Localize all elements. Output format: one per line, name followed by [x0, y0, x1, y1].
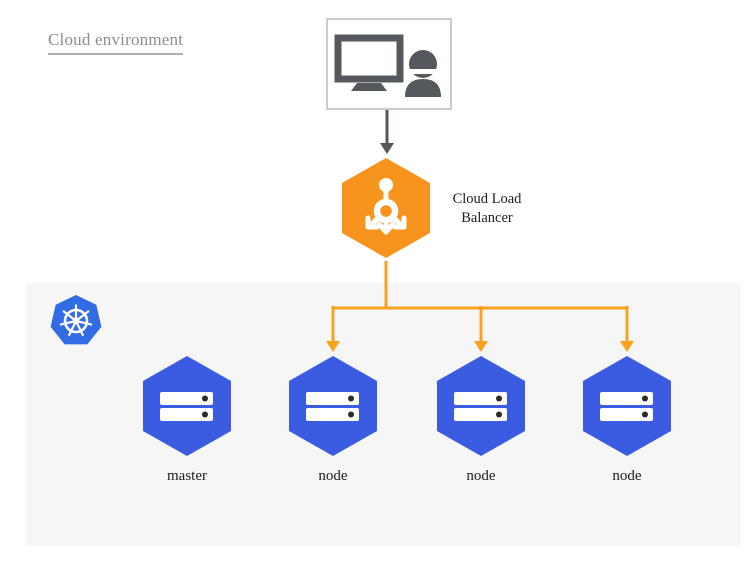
user-box [326, 18, 452, 110]
load-balancer-label: Cloud Load Balancer [452, 191, 522, 226]
node-label: node [318, 468, 348, 484]
blue-hexagon [143, 356, 231, 456]
blue-hexagon [583, 356, 671, 456]
user-face-band [408, 69, 438, 74]
user-shoulders [405, 79, 441, 97]
load-balancer-hexagon [342, 158, 430, 258]
blue-hexagon [289, 356, 377, 456]
server-icon [454, 392, 507, 421]
node-label: master [167, 468, 207, 484]
monitor-stand [351, 83, 387, 91]
monitor-screen [334, 34, 404, 83]
node-3: node [567, 355, 687, 485]
node-label: node [466, 468, 496, 484]
server-icon [160, 392, 213, 421]
node-master: master [127, 355, 247, 485]
node-1: node [273, 355, 393, 485]
orange-hexagon [342, 158, 430, 258]
server-icon [306, 392, 359, 421]
diagram-title: Cloud environment [48, 30, 184, 55]
gray-arrow [380, 110, 394, 154]
node-label: node [612, 468, 642, 484]
node-2: node [421, 355, 541, 485]
blue-hexagon [437, 356, 525, 456]
helm-wheel-icon [59, 304, 93, 337]
server-icon [600, 392, 653, 421]
load-balancer-icon [365, 178, 407, 235]
monitor-user-icon [334, 34, 441, 97]
kubernetes-logo [50, 295, 102, 345]
